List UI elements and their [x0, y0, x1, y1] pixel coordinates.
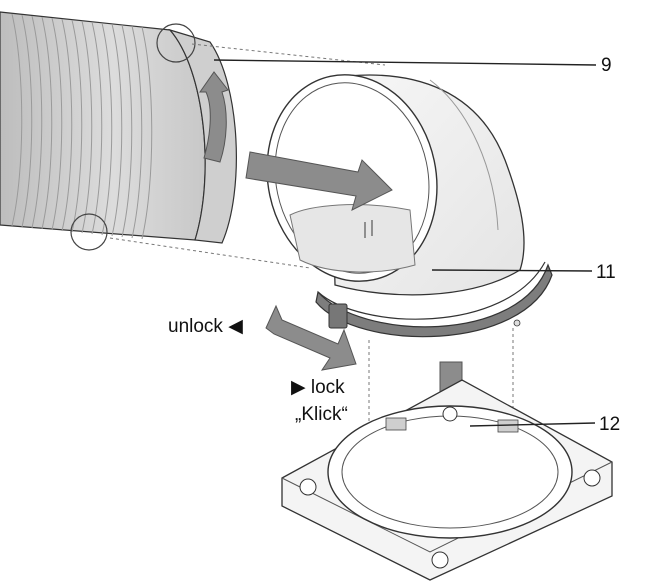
detail-circle-bottom — [70, 213, 108, 251]
elbow-locking-ring — [315, 261, 553, 338]
alignment-lines-hose — [109, 43, 386, 269]
callout-label-9: 9 — [601, 55, 612, 76]
insert-arrow-icon — [245, 151, 393, 211]
unlock-instruction: unlock ◀ — [168, 316, 243, 337]
callout-label-12: 12 — [599, 414, 621, 435]
lock-unlock-arrow-icon — [265, 304, 357, 371]
detail-circle-top — [156, 23, 196, 63]
mounting-base-plate — [281, 379, 613, 581]
flexible-hose — [0, 11, 206, 241]
callout-leader-lines — [213, 59, 597, 427]
lock-instruction: ▶ lock — [291, 377, 345, 398]
click-sound-label: „Klick“ — [295, 404, 348, 425]
rotate-arrow-icon — [199, 71, 229, 163]
callout-label-11: 11 — [596, 262, 616, 283]
